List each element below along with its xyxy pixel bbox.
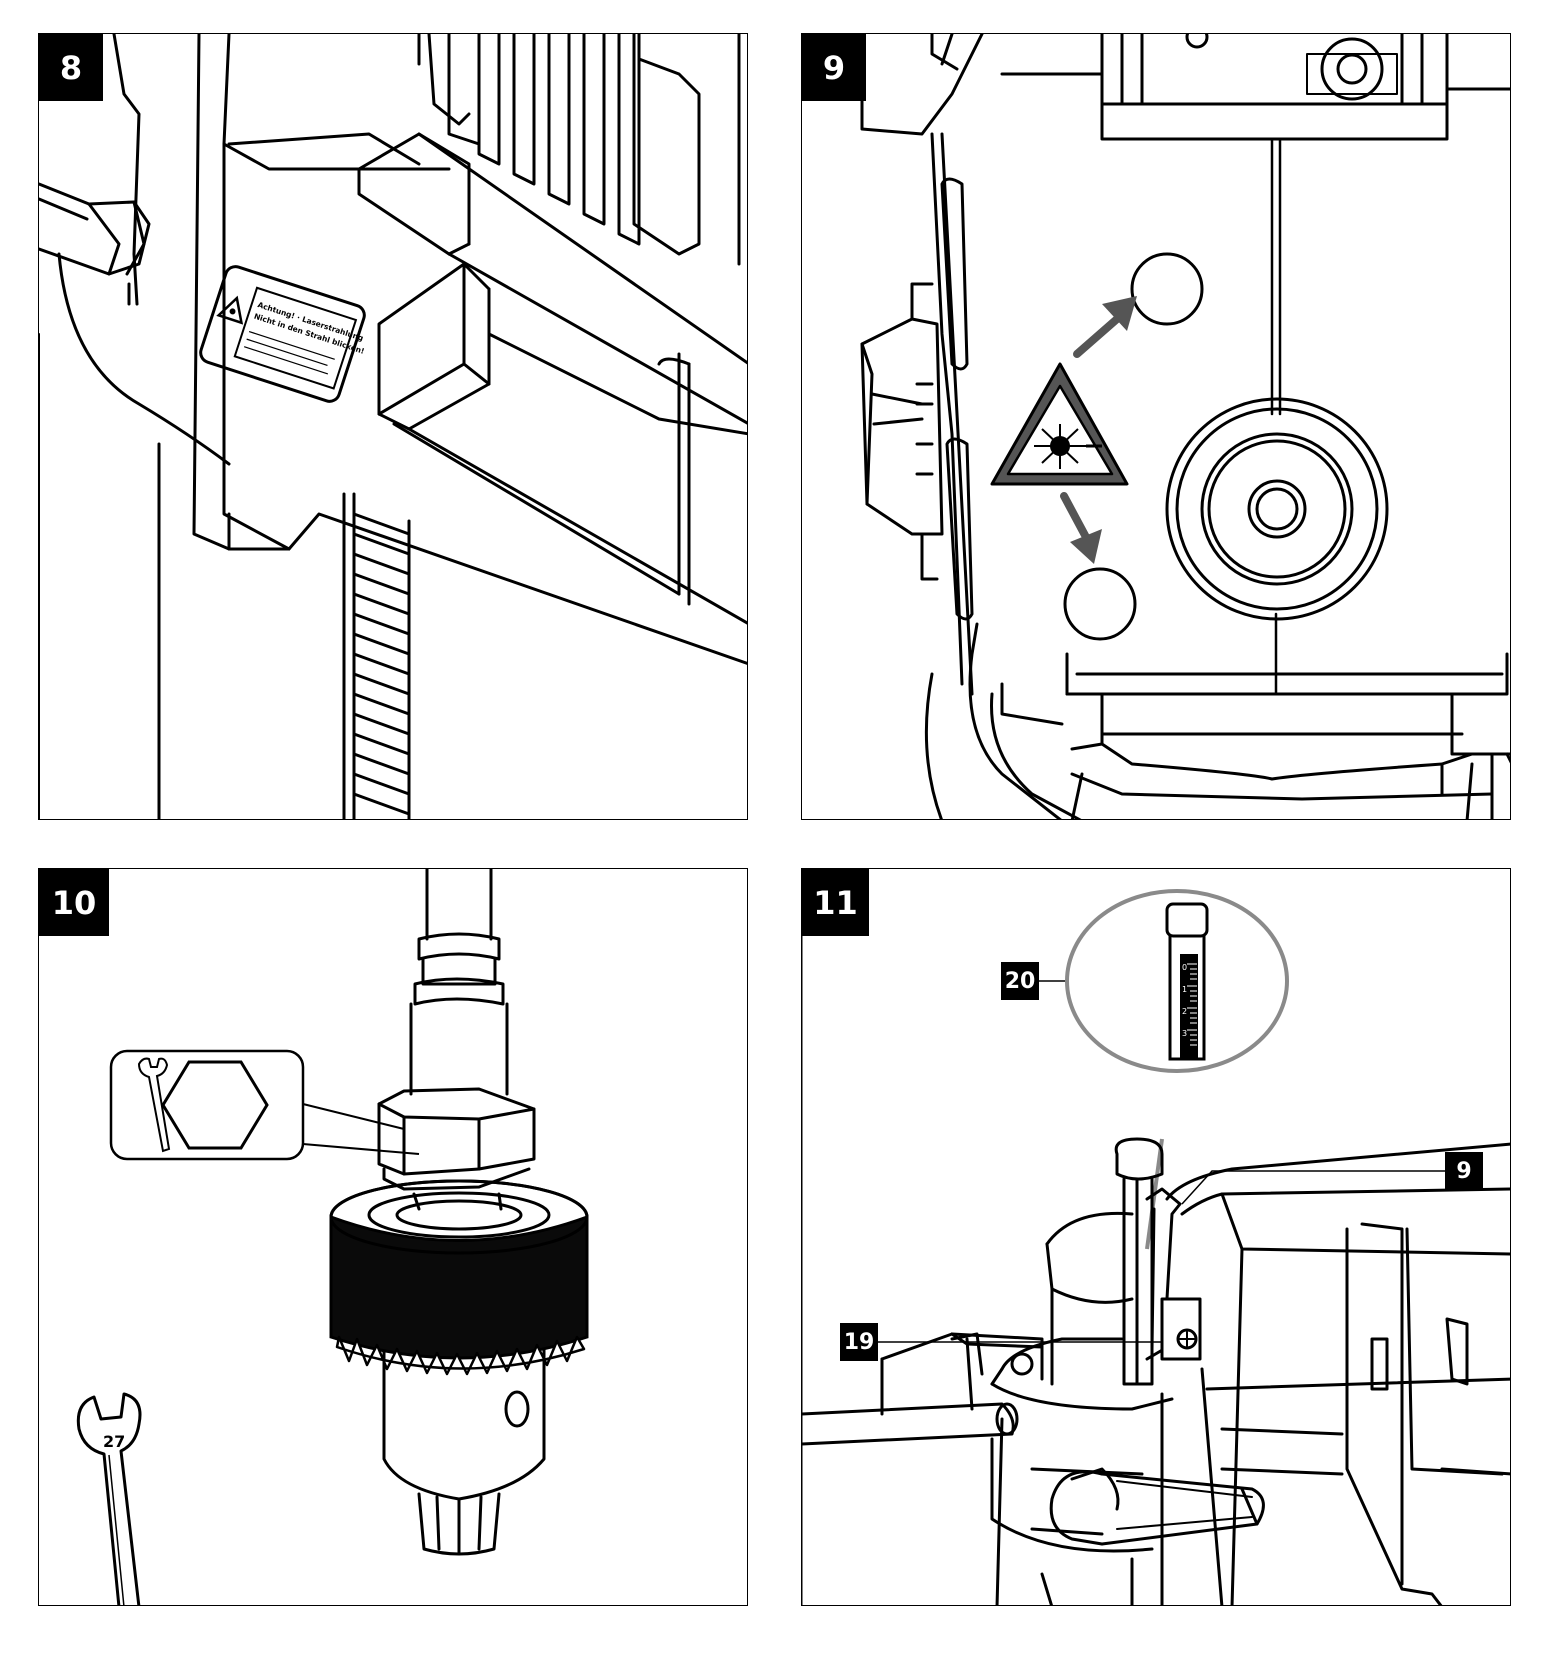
laser-warning-triangle-icon [990,362,1129,486]
panel-9-drawing [860,34,1510,819]
panel-10-drawing: 27 [76,869,589,1605]
leader-line-9 [1181,1170,1445,1205]
callout-19: 19 [840,1323,878,1361]
panel-number-badge: 8 [39,34,103,101]
scale-tick-3: 3 [1182,1029,1187,1038]
zoom-circle: 0 1 2 3 [1065,889,1289,1250]
scale-tick-0: 0 [1182,963,1187,972]
panel-number-badge: 9 [802,34,866,101]
panel-10: 10 [38,868,748,1606]
wrench-27-icon [76,1392,142,1605]
panel-9: 9 [801,33,1511,820]
chuck-sleeve [329,1214,589,1360]
scale-tick-1: 1 [1182,985,1187,994]
panel-number-badge: 11 [802,869,869,936]
wrench-icon [137,1057,171,1153]
wrench-size-label: 27 [103,1432,125,1451]
callout-20: 20 [1001,962,1039,1000]
panel-number-badge: 10 [39,869,109,936]
callout-9: 9 [1445,1152,1483,1190]
panel-8-drawing: Achtung! · Laserstrahlung Nicht in den S… [39,34,747,819]
arrow-up-right-icon [1073,296,1137,358]
panel-11: 11 20 9 19 [801,868,1511,1606]
chuck-gear-teeth [335,1335,586,1376]
arrow-down-right-icon [1060,492,1102,564]
panel-8: 8 [38,33,748,820]
panel-11-drawing: 0 1 2 3 [802,869,1510,1605]
scale-tick-2: 2 [1182,1007,1187,1016]
